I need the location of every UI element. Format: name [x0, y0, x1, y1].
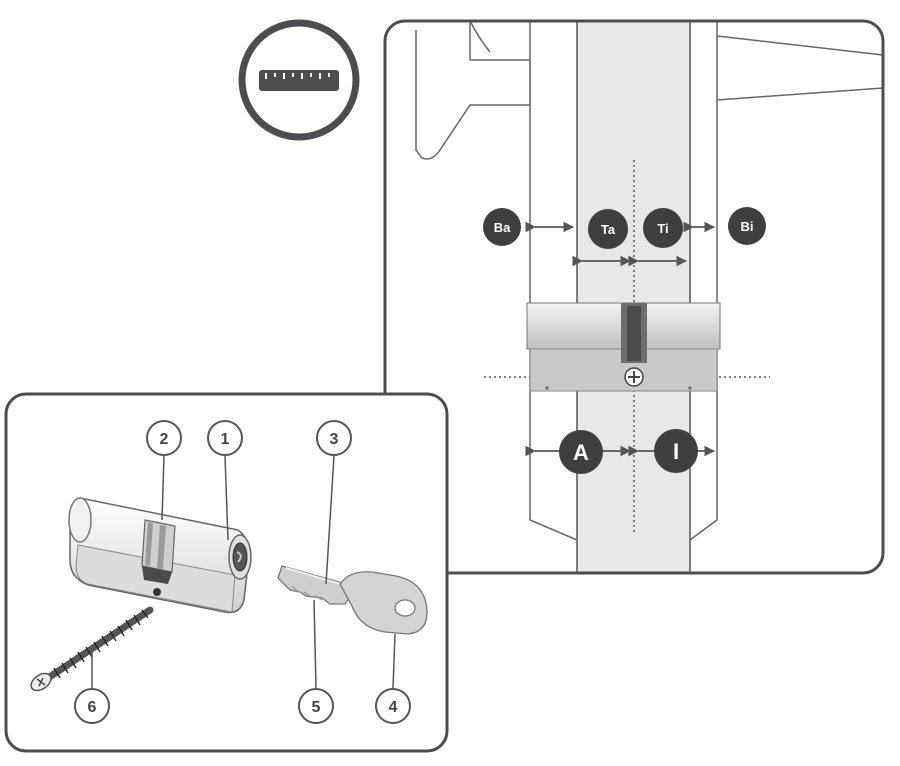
badge-ti: Ti — [643, 208, 683, 248]
lock-cylinder-icon — [68, 497, 252, 614]
door-section-panel: Ba Ta Ti Bi A I — [383, 19, 885, 575]
badge-ta-label: Ta — [601, 222, 616, 237]
callout-1: 1 — [207, 420, 243, 456]
badge-bi: Bi — [728, 207, 766, 245]
badge-bi-label: Bi — [741, 219, 754, 234]
callout-3: 3 — [316, 420, 352, 456]
screw-icon — [30, 606, 154, 692]
badge-ba: Ba — [483, 208, 521, 246]
key-icon — [277, 565, 428, 635]
badge-a: A — [559, 430, 603, 474]
callout-3-label: 3 — [330, 431, 339, 448]
parts-panel: 2 1 3 6 5 4 — [4, 392, 449, 753]
callout-6: 6 — [74, 688, 110, 724]
callout-4-label: 4 — [389, 699, 398, 716]
callout-2-label: 2 — [160, 431, 169, 448]
badge-ta: Ta — [588, 209, 628, 249]
ruler-icon — [238, 19, 360, 141]
callout-5: 5 — [298, 688, 334, 724]
badge-ba-label: Ba — [494, 220, 511, 235]
badge-i-label: I — [673, 439, 679, 464]
installed-cylinder — [526, 302, 721, 392]
badge-ti-label: Ti — [657, 221, 668, 236]
callout-6-label: 6 — [88, 699, 97, 716]
badge-i: I — [654, 429, 698, 473]
callout-2: 2 — [146, 420, 182, 456]
callout-5-label: 5 — [312, 699, 321, 716]
callout-4: 4 — [375, 688, 411, 724]
badge-a-label: A — [573, 440, 589, 465]
callout-1-label: 1 — [221, 431, 230, 448]
